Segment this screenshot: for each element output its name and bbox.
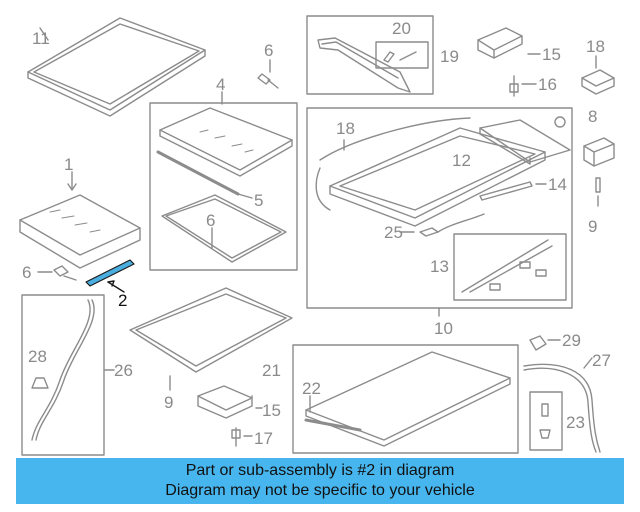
part-14-rail [479, 181, 547, 201]
callout-8: 9 [164, 393, 173, 412]
part-22-box [292, 344, 519, 454]
part-13-cables [461, 239, 553, 293]
callout-11: 9 [588, 217, 597, 236]
callout-15: 15 [262, 401, 281, 420]
caption-line-2: Diagram may not be specific to your vehi… [165, 482, 475, 499]
part-20-box [306, 15, 434, 95]
callout-9: 10 [434, 319, 453, 338]
part-12-motor-bracket [479, 116, 571, 165]
part-13-box [453, 233, 567, 301]
callout-19: 18 [586, 37, 605, 56]
part-1-shade-panel [19, 171, 141, 269]
callout-22: 21 [262, 361, 281, 380]
callout-labels: 11 6 4 1 5 6 6 2 20 19 15 16 18 8 9 18 1… [22, 19, 611, 448]
callout-12: 12 [452, 151, 471, 170]
callout-14: 14 [548, 175, 567, 194]
part-16-motor [477, 27, 541, 59]
callout-26: 26 [114, 361, 133, 380]
part-21-clips [375, 41, 429, 69]
part-3-glass [159, 91, 293, 177]
part-29-clip [529, 335, 561, 351]
part-24-clips [539, 403, 551, 439]
callout-16: 15 [542, 45, 561, 64]
part-17-screw-upper [509, 75, 537, 97]
callout-1: 1 [64, 155, 73, 174]
callout-4: 5 [254, 191, 263, 210]
part-24-box [529, 391, 563, 451]
part-2-highlighted [85, 259, 135, 293]
callout-5: 6 [206, 211, 215, 230]
part-17-screw-lower [231, 427, 253, 447]
callout-20: 19 [440, 47, 459, 66]
part-22-shade [305, 351, 511, 447]
callout-10: 8 [588, 107, 597, 126]
callout-25: 25 [384, 223, 403, 242]
part-9-frame [329, 127, 546, 227]
callout-28: 28 [28, 347, 47, 366]
callout-17-upper: 16 [538, 75, 557, 94]
callout-7: 11 [32, 29, 50, 48]
part-25-cable [399, 213, 485, 237]
part-11-clip [595, 177, 601, 207]
part-15-motor [197, 385, 263, 419]
callout-17-lower: 17 [254, 429, 273, 448]
callout-6-upper: 6 [264, 41, 273, 60]
part-18-drain-hose [315, 117, 471, 211]
callout-3: 4 [216, 75, 225, 94]
part-10-bracket [583, 137, 615, 167]
part-23-strip [304, 395, 362, 432]
part-7-glass-panel [27, 17, 206, 117]
caption-line-1: Part or sub-assembly is #2 in diagram [185, 462, 455, 479]
callout-29: 29 [562, 331, 581, 350]
caption-banner: Part or sub-assembly is #2 in diagram Di… [16, 458, 624, 504]
callout-27: 27 [592, 351, 611, 370]
part-20-deflector [317, 37, 411, 93]
part-5-seal [161, 194, 287, 263]
callout-18: 18 [336, 119, 355, 138]
part-8-weatherstrip [129, 287, 293, 391]
callout-21: 20 [392, 19, 411, 38]
callout-23: 22 [302, 379, 321, 398]
part-28-clip [31, 377, 49, 389]
callout-6-lower: 6 [22, 263, 31, 282]
part-19-bracket [581, 55, 615, 95]
callout-24: 23 [566, 413, 585, 432]
callout-13: 13 [430, 257, 449, 276]
part-27-hose [523, 357, 601, 453]
part-26-hose [31, 299, 95, 441]
part-9-box [306, 107, 573, 309]
part-6-bolt-upper [257, 59, 279, 89]
callout-2: 2 [118, 291, 127, 310]
part-4-strip [156, 150, 253, 199]
part-6-bolt-lower [37, 265, 77, 281]
part-3-box [149, 102, 298, 271]
part-26-box [21, 294, 105, 456]
